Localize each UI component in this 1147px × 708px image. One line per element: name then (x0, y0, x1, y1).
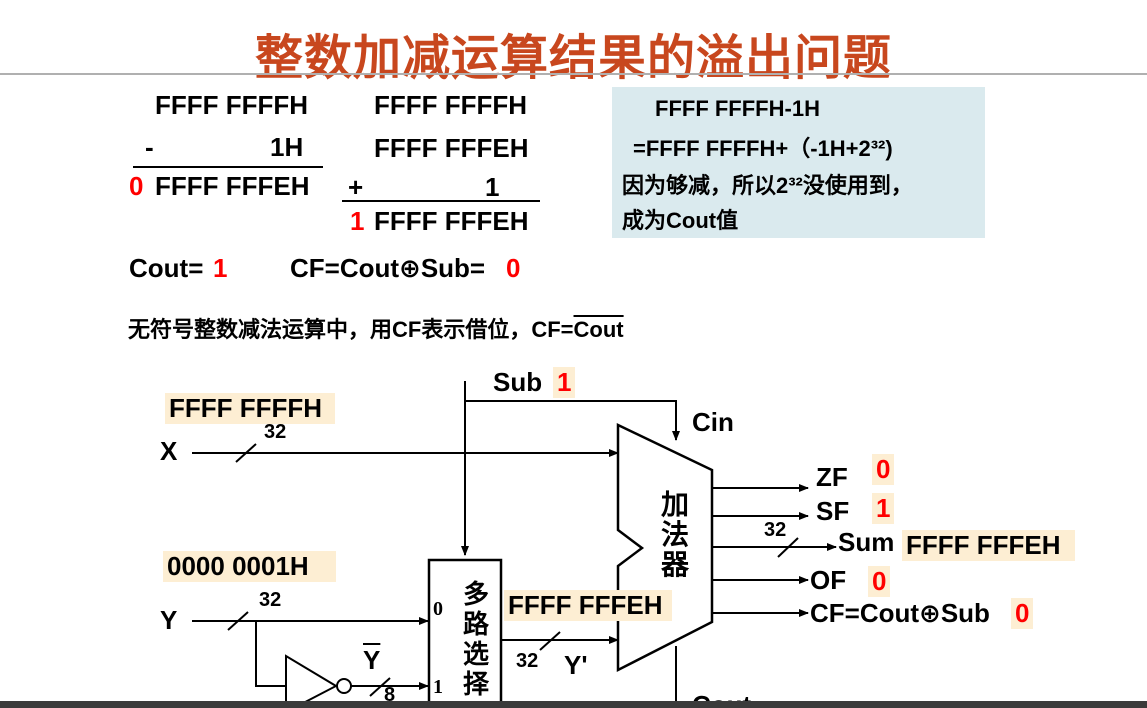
calc-left-rule (133, 166, 323, 168)
of-label: OF (810, 565, 847, 595)
cout-partial-label: Cout (692, 690, 751, 701)
calc-left-minus: - (145, 132, 154, 162)
y-value: 0000 0001H (163, 551, 336, 582)
cout-label: Cout= (129, 253, 204, 283)
calc-right-line1: FFFF FFFFH (374, 90, 528, 120)
y-label: Y (160, 605, 178, 635)
calc-left-subtrahend: 1H (270, 132, 304, 162)
calc-right-addend: 1 (485, 172, 500, 202)
sum-value: FFFF FFFEH (902, 530, 1075, 561)
sub-value: 1 (553, 367, 576, 398)
mux-label: 多路选择 (462, 580, 489, 700)
title-divider (0, 73, 1147, 75)
x-bus-slash (235, 443, 257, 463)
page-title: 整数加减运算结果的溢出问题 (254, 30, 892, 86)
calc-right-plus: + (348, 172, 364, 202)
mux-out-value: FFFF FFFEH (504, 590, 672, 621)
yprime-bus-slash (539, 631, 561, 651)
sf-value: 1 (872, 493, 895, 524)
calc-right-carry: 1 (350, 206, 365, 236)
ybar-bus-slash (369, 677, 391, 697)
note-line4: 成为Cout值 (622, 208, 739, 233)
calc-left-result: FFFF FFFEH (155, 171, 310, 201)
bottom-bar (0, 701, 1147, 708)
note-line1: FFFF FFFFH-1H (655, 96, 820, 121)
calc-left-line1: FFFF FFFFH (155, 90, 309, 120)
zf-value: 0 (872, 454, 895, 485)
cin-wire (465, 400, 680, 441)
calc-right-line2: FFFF FFFEH (374, 133, 529, 163)
sum-bus-slash (777, 537, 799, 558)
cf-value: 0 (506, 253, 521, 283)
sum-width: 32 (764, 519, 787, 541)
y-bus-slash (227, 611, 249, 631)
mux-box (427, 558, 503, 708)
not-gate-bubble (336, 678, 352, 694)
yprime-width: 32 (516, 650, 539, 672)
cf-equation: CF=Cout⊕Sub= (290, 253, 486, 283)
statement-main: 无符号整数减法运算中，用CF表示借位，CF= (128, 317, 574, 342)
y-width: 32 (259, 589, 282, 611)
mux-input-1: 1 (433, 676, 443, 698)
cf-output-value: 0 (1011, 598, 1034, 629)
cout-value: 1 (213, 253, 228, 283)
ybar-label: Y (363, 645, 381, 675)
sf-label: SF (816, 496, 850, 526)
adder-label: 加法器 (660, 488, 689, 581)
cf-output-label: CF=Cout⊕Sub (810, 598, 990, 628)
note-line3: 因为够减，所以2³²没使用到， (622, 173, 913, 198)
calc-right-rule (342, 200, 540, 202)
cin-label: Cin (692, 407, 734, 437)
statement-text: 无符号整数减法运算中，用CF表示借位，CF=Cout (128, 312, 624, 344)
calc-left-carry: 0 (129, 171, 144, 201)
calc-right-result: FFFF FFFEH (374, 206, 529, 236)
zf-label: ZF (816, 462, 848, 492)
note-line2: =FFFF FFFFH+（-1H+2³²) (633, 136, 893, 161)
note-box (612, 87, 985, 238)
x-value: FFFF FFFFH (165, 393, 335, 424)
ybar-width: 8 (384, 684, 396, 706)
sub-label: Sub (493, 367, 543, 397)
y-to-not-wire (255, 621, 285, 687)
statement-cout-bar: Cout (573, 317, 624, 342)
mux-input-0: 0 (433, 598, 443, 620)
x-width: 32 (264, 421, 287, 443)
of-value: 0 (868, 566, 891, 597)
yprime-label: Y' (564, 650, 588, 680)
not-gate (285, 654, 339, 708)
x-label: X (160, 436, 178, 466)
sum-label: Sum (838, 527, 895, 557)
